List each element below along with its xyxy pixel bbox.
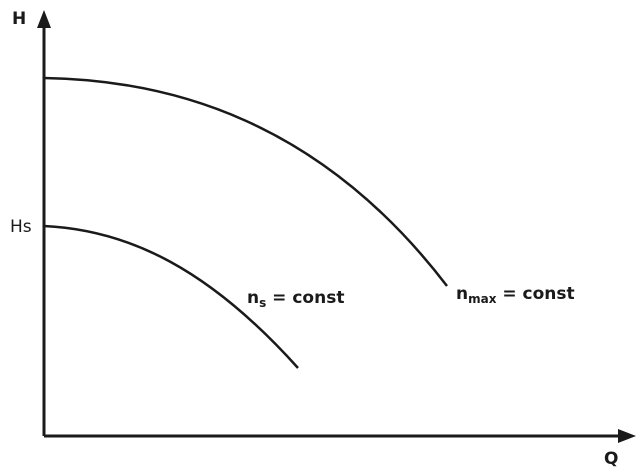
curve-label-n-max-subscript: max <box>468 292 497 306</box>
curve-label-n-s-subscript: s <box>259 296 266 310</box>
curve-n-max <box>43 76 448 287</box>
curve-label-n-s-symbol: n <box>247 288 259 308</box>
x-axis-arrowhead <box>618 429 636 443</box>
y-axis-label: H <box>12 9 26 29</box>
curve-n-s <box>43 224 299 369</box>
curve-label-n-max: nmax = const <box>456 284 575 306</box>
y-axis-arrowhead <box>37 10 51 28</box>
curve-label-n-s-suffix: = const <box>266 288 344 308</box>
curve-label-n-max-symbol: n <box>456 284 468 304</box>
x-axis-label: Q <box>604 449 618 469</box>
curve-label-n-s: ns = const <box>247 288 344 310</box>
hs-tick-label: Hs <box>10 217 32 237</box>
curve-label-n-max-suffix: = const <box>496 284 574 304</box>
